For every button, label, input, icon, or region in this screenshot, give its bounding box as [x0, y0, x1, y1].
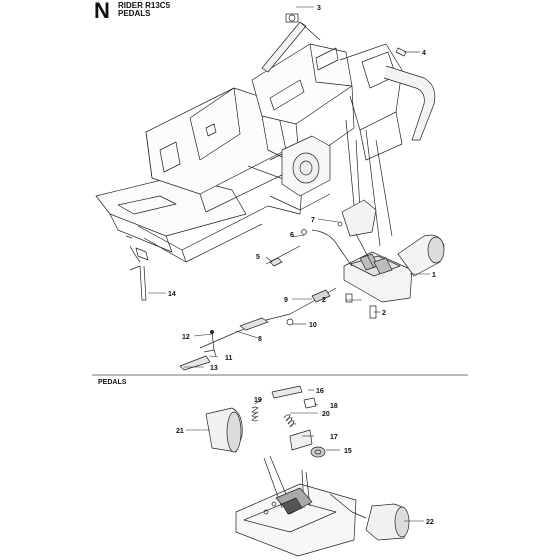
callout-15: 15: [344, 448, 352, 455]
callout-6: 6: [290, 232, 294, 239]
callout-8: 8: [258, 336, 262, 343]
callout-1: 1: [432, 272, 436, 279]
callout-13: 13: [210, 365, 218, 372]
callout-2-a: 2: [322, 297, 326, 304]
detail-section-label: PEDALS: [98, 379, 127, 386]
callout-3: 3: [317, 5, 321, 12]
callout-9: 9: [284, 297, 288, 304]
callout-14: 14: [168, 291, 176, 298]
callout-7: 7: [311, 217, 315, 224]
cables: [129, 221, 377, 371]
callout-11: 11: [225, 355, 233, 362]
pedal-detail-view: [205, 385, 410, 557]
callout-22: 22: [426, 519, 434, 526]
callout-17: 17: [330, 434, 338, 441]
leader-lines: [148, 6, 430, 522]
callout-12: 12: [182, 334, 190, 341]
callout-18: 18: [330, 403, 338, 410]
pedal-assembly: [341, 199, 445, 303]
model-name: RIDER R13C5: [118, 1, 171, 10]
chassis-frame: [95, 13, 436, 263]
callout-16: 16: [316, 388, 324, 395]
callout-4: 4: [422, 50, 426, 57]
callout-10: 10: [309, 322, 317, 329]
callout-2-b: 2: [382, 310, 386, 317]
callout-19: 19: [254, 397, 262, 404]
callout-21: 21: [176, 428, 184, 435]
callout-5: 5: [256, 254, 260, 261]
callout-labels: 1 2 2 3 4 5 6 7 8 9 10 11 12 13 14 15 16…: [168, 5, 436, 526]
page-title: PEDALS: [118, 9, 151, 18]
callout-20: 20: [322, 411, 330, 418]
section-letter: N: [94, 0, 110, 23]
